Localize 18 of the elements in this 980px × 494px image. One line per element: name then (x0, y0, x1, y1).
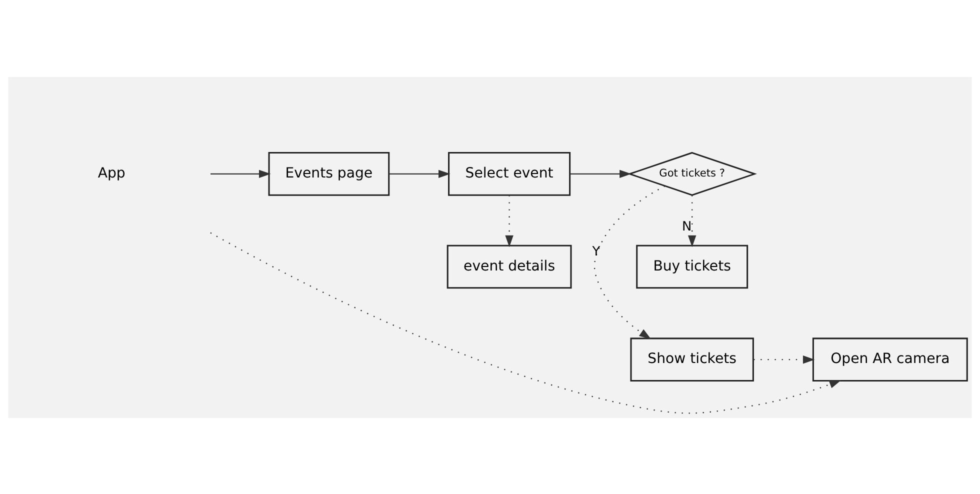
arrow (210, 169, 271, 178)
edge-label: N (682, 218, 692, 234)
arrow (505, 194, 514, 247)
arrow (594, 185, 666, 339)
node-box: Select event (448, 152, 571, 196)
edge-label: Y (592, 244, 600, 259)
node-box: Events page (268, 152, 390, 196)
node-box: event details (446, 244, 572, 288)
arrow (570, 169, 632, 178)
arrow (688, 194, 696, 247)
node-text: App (98, 165, 126, 182)
arrow (754, 354, 815, 364)
node-box: Open AR camera (812, 337, 968, 381)
node-diamond: Got tickets ? (627, 151, 757, 196)
node-box: Show tickets (630, 337, 754, 381)
arrow (210, 232, 842, 414)
arrow (388, 169, 450, 178)
node-box: Buy tickets (636, 244, 748, 288)
